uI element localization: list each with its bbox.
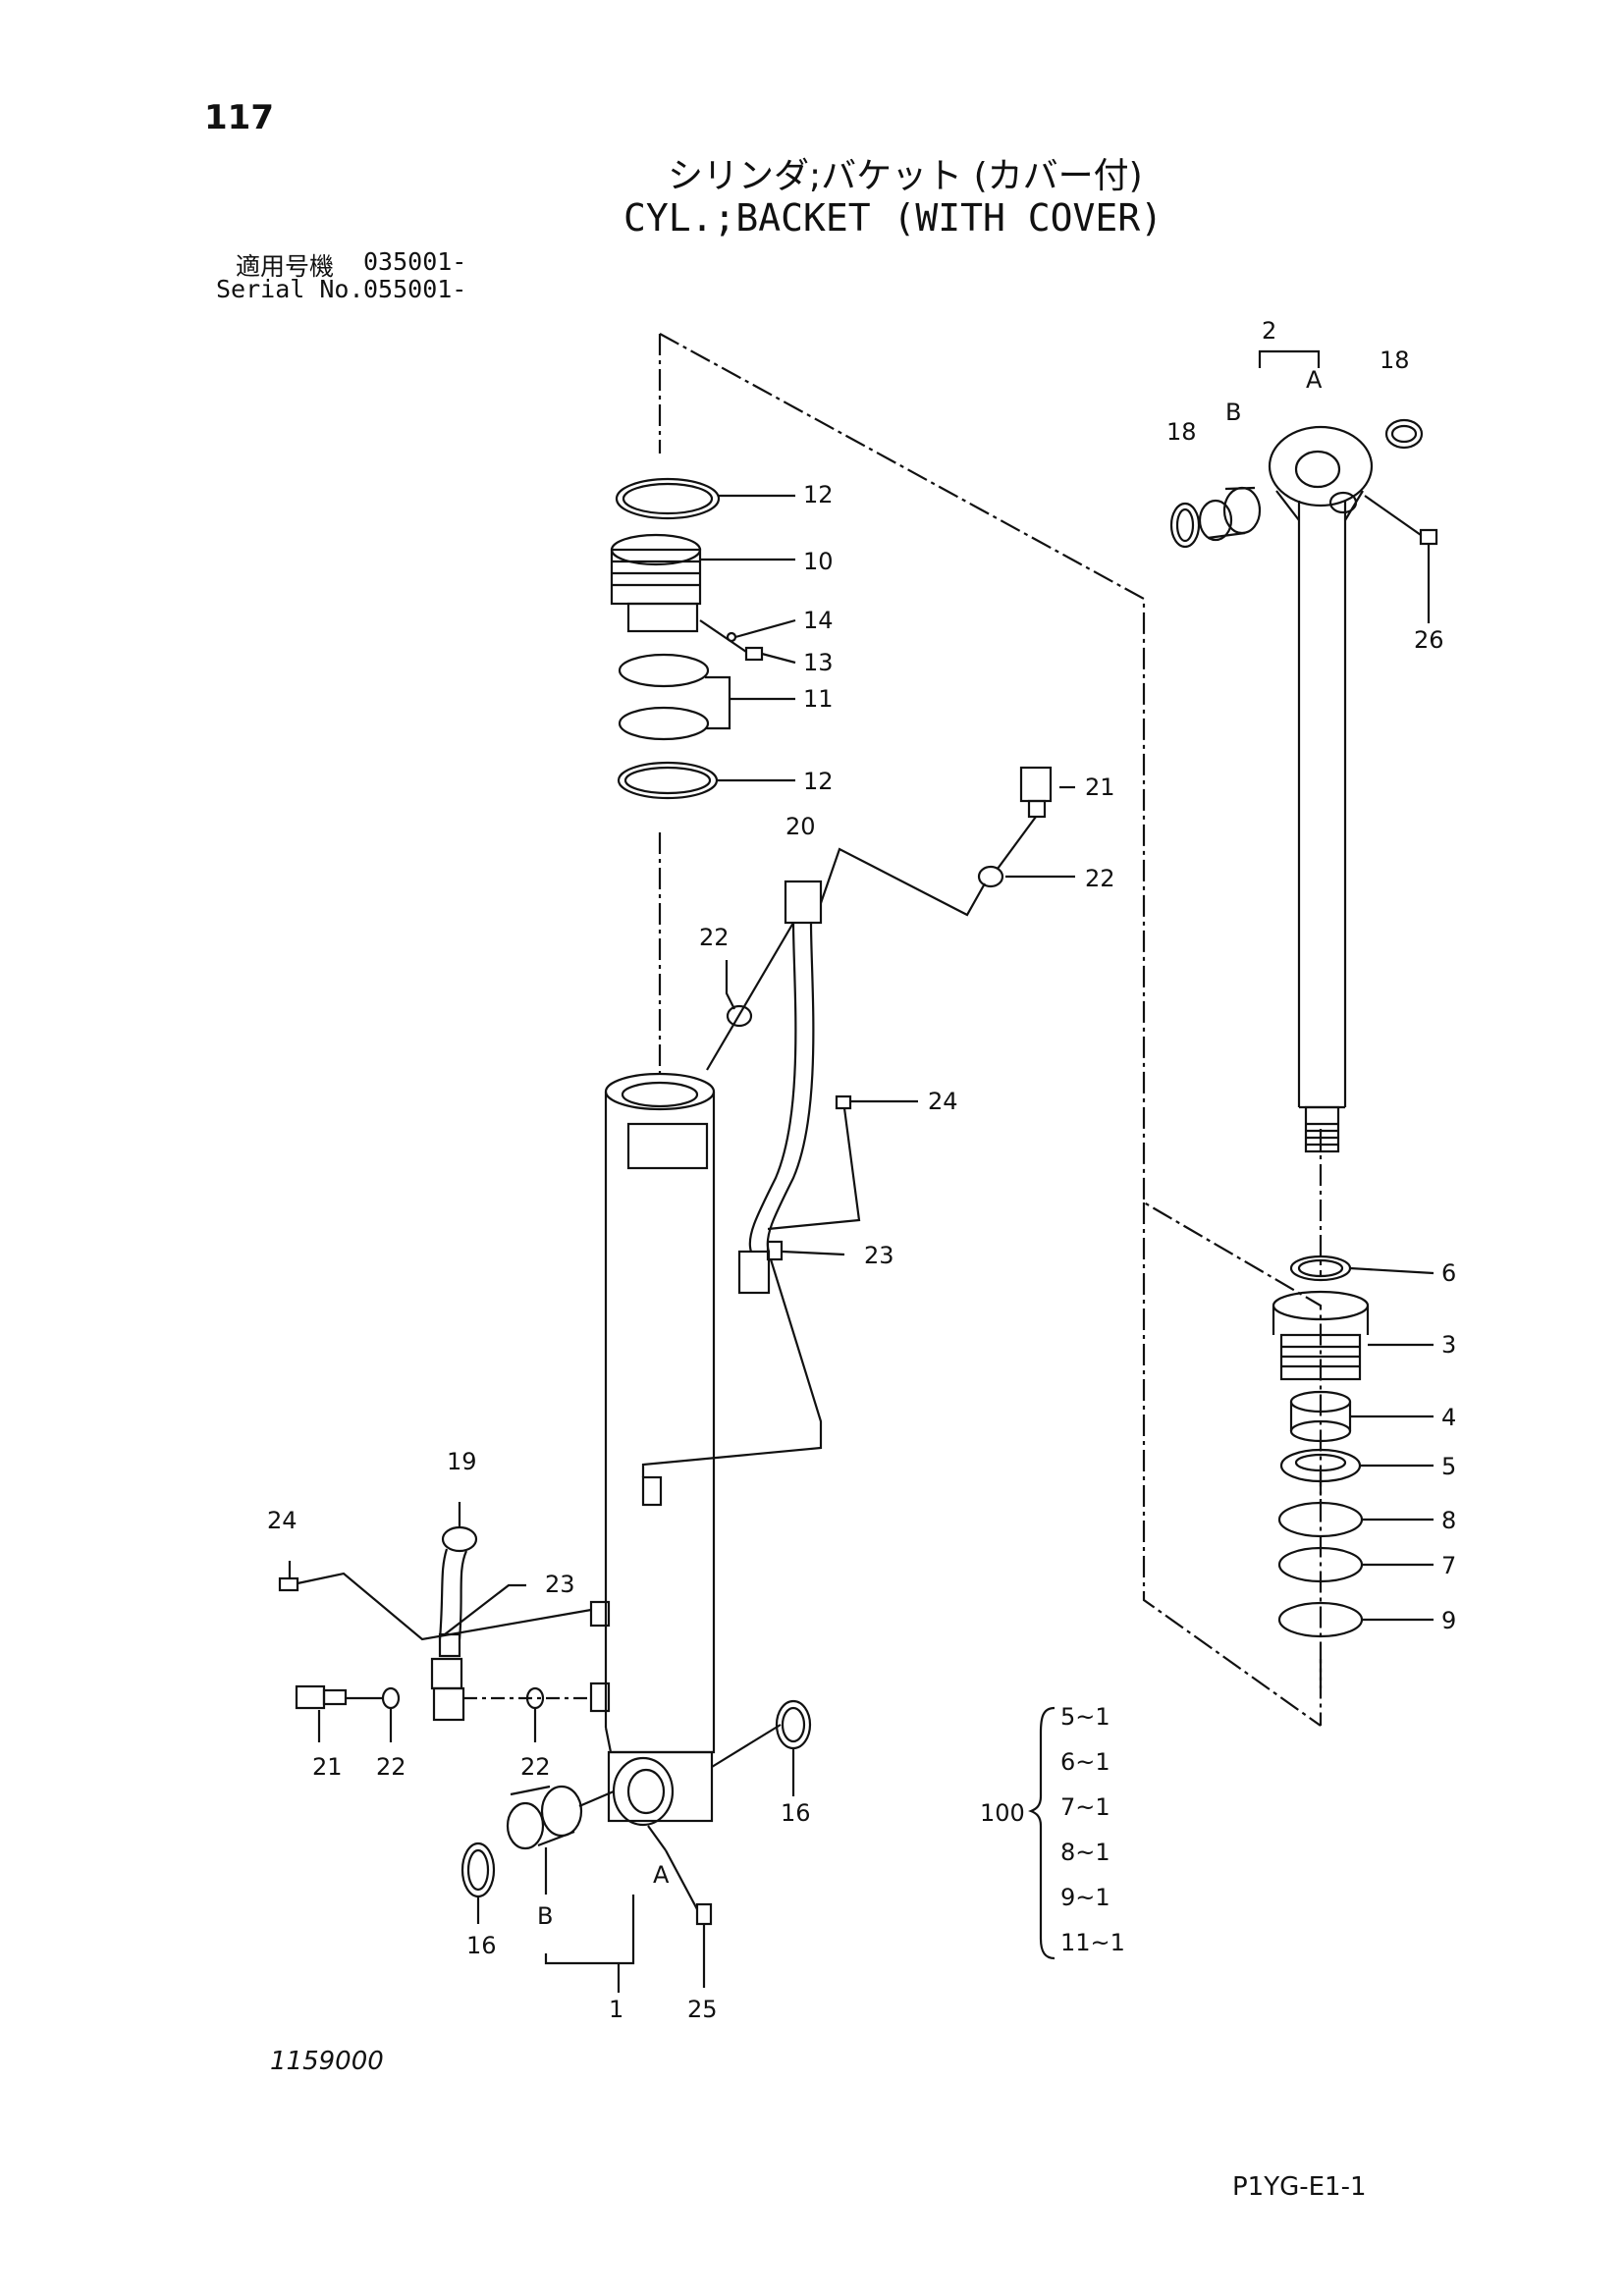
kit-item-3: 7~1 [1060,1793,1110,1821]
page-number: 117 [204,98,274,137]
grease-nipple-25 [695,1902,713,1926]
callout-18-left: 18 [1166,418,1197,446]
callout-10: 10 [803,548,834,575]
marker-b-right: B [1225,399,1241,426]
o-ring-22-left [381,1686,401,1710]
callout-24-left: 24 [267,1507,298,1534]
callout-1: 1 [609,1996,623,2023]
callout-6: 6 [1441,1259,1456,1287]
piston-rod [1297,501,1347,1153]
bolt-24-top [835,1095,852,1110]
callout-23-top: 23 [864,1242,894,1269]
bushing-b-left [506,1785,583,1850]
marker-a-left: A [653,1861,670,1889]
o-ring-22-top [977,865,1004,888]
serial-label-english: Serial No. [216,275,364,303]
serial-from-english: 055001- [363,275,467,303]
callout-7: 7 [1441,1552,1456,1579]
title-english: CYL.;BACKET (WITH COVER) [623,196,1164,240]
callout-2: 2 [1262,317,1276,345]
dust-seal-6 [1289,1255,1352,1282]
rod-cover-3 [1272,1290,1370,1381]
seal-18-right [1384,418,1424,450]
kit-item-5: 9~1 [1060,1884,1110,1911]
callout-22-mid: 22 [699,924,730,951]
kit-item-4: 8~1 [1060,1839,1110,1866]
callout-19: 19 [447,1448,477,1475]
drawing-number: 1159000 [270,2047,384,2076]
callout-23-left: 23 [545,1571,575,1598]
assembly-guide-lines [658,333,1323,1727]
kit-brace [1028,1706,1056,1960]
callout-14: 14 [803,607,834,634]
kit-item-2: 6~1 [1060,1748,1110,1776]
bottom-leaders [476,1724,795,1993]
bushing-b-right [1198,486,1262,542]
callout-16-left: 16 [466,1932,497,1959]
callout-13: 13 [803,649,834,676]
callout-18-right: 18 [1380,347,1410,374]
right-leaders [1258,349,1435,1622]
connector-21-top [1019,766,1053,819]
callout-12-top: 12 [803,481,834,508]
rod-eye [1268,425,1374,521]
callout-22-top: 22 [1085,865,1115,892]
cylinder-tube [589,1072,716,1827]
bolt-24-left [278,1576,299,1592]
callout-12-bottom: 12 [803,768,834,795]
callout-8: 8 [1441,1507,1456,1534]
marker-b-left: B [537,1902,553,1930]
o-ring-11b [618,706,710,741]
ring-12-top [615,477,721,520]
pipe-20-leaders [641,785,1075,1477]
serial-from-japanese: 035001- [363,247,467,276]
callout-5: 5 [1441,1453,1456,1480]
ring-12-bottom [617,761,719,800]
callout-20: 20 [785,813,816,840]
callout-22-right: 22 [520,1753,551,1781]
grease-fitting-26 [1419,528,1438,546]
callout-24-top: 24 [928,1088,958,1115]
head-cover-10 [610,533,702,633]
title-japanese: シリンダ;バケット (カバー付) [668,156,1143,196]
seal-18-left [1169,502,1201,549]
callout-26: 26 [1414,626,1444,654]
marker-a-right: A [1306,366,1323,394]
connector-21-bottom [295,1684,348,1710]
callout-16-right: 16 [781,1799,811,1827]
callout-25: 25 [687,1996,718,2023]
page-code: P1YG-E1-1 [1232,2172,1367,2202]
callout-22-left: 22 [376,1753,406,1781]
head-leaders [700,494,796,782]
callout-9: 9 [1441,1607,1456,1634]
kit-item-1: 5~1 [1060,1703,1110,1731]
callout-21-bottom: 21 [312,1753,343,1781]
pipe-19-leaders [288,1502,698,1910]
serial-label-japanese: 適用号機 [236,252,335,281]
plug-13 [744,646,764,662]
pipe-19 [430,1525,478,1722]
seal-16-left [460,1842,496,1898]
kit-item-6: 11~1 [1060,1929,1125,1956]
callout-21-top: 21 [1085,774,1115,801]
callout-3: 3 [1441,1331,1456,1359]
ring-11a [618,653,710,688]
seal-16-right [775,1699,812,1750]
callout-100: 100 [980,1799,1025,1827]
o-ring-22-mid [726,1004,753,1028]
callout-4: 4 [1441,1404,1456,1431]
callout-11: 11 [803,685,834,713]
